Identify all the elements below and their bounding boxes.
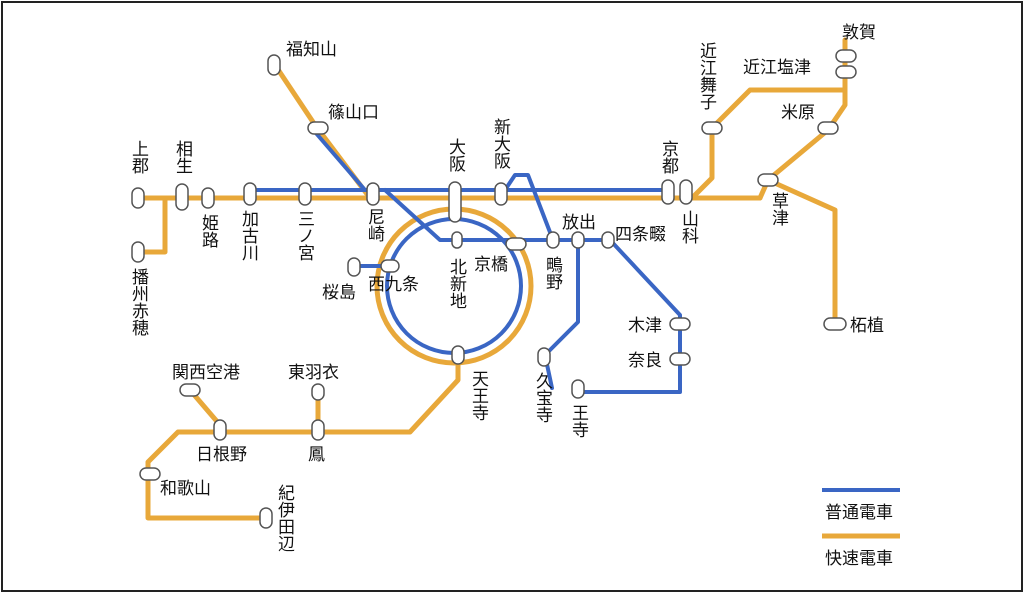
label-tennoji: 天王寺 xyxy=(468,370,489,421)
station-marker-oji[interactable] xyxy=(571,379,585,399)
label-higashi-hagoromo: 東羽衣 xyxy=(288,363,339,383)
station-marker-osaka[interactable] xyxy=(448,181,462,223)
legend-rapid-label: 快速電車 xyxy=(825,549,893,569)
label-shigino: 鴫野 xyxy=(542,256,563,290)
label-omi-shiotsu: 近江塩津 xyxy=(743,58,811,78)
station-marker-wakayama[interactable] xyxy=(139,467,161,481)
label-nara: 奈良 xyxy=(628,351,662,371)
station-marker-kyoto[interactable] xyxy=(661,179,675,205)
station-marker-kansai-airport[interactable] xyxy=(179,383,201,397)
station-marker-sakurajima[interactable] xyxy=(347,257,361,277)
station-marker-sasayamaguchi[interactable] xyxy=(307,121,329,135)
station-marker-himeji[interactable] xyxy=(201,187,215,209)
station-marker-kyuhoji[interactable] xyxy=(537,347,551,367)
station-marker-otori[interactable] xyxy=(311,419,325,441)
station-marker-omi-maiko[interactable] xyxy=(701,121,723,135)
label-maibara: 米原 xyxy=(781,103,815,123)
label-shin-osaka: 新大阪 xyxy=(490,118,511,169)
station-marker-sannomiya[interactable] xyxy=(298,182,312,206)
label-osaka: 大阪 xyxy=(445,138,466,172)
label-kii-tanabe: 紀伊田辺 xyxy=(274,484,295,552)
local-shin-osaka-link xyxy=(503,173,555,242)
station-marker-nara[interactable] xyxy=(669,352,691,366)
label-tsuruga: 敦賀 xyxy=(842,23,876,43)
station-marker-banshu-ako[interactable] xyxy=(131,241,145,263)
local-osaka-higashi-line xyxy=(543,238,580,390)
label-kansai-airport: 関西空港 xyxy=(172,363,240,383)
station-marker-shigino[interactable] xyxy=(546,231,560,249)
station-marker-maibara[interactable] xyxy=(817,121,839,135)
station-marker-tsuge[interactable] xyxy=(823,317,847,331)
label-otori: 鳳 xyxy=(308,445,325,465)
label-himeji: 姫路 xyxy=(198,214,219,248)
label-kusatsu: 草津 xyxy=(768,192,789,226)
label-shijonawate: 四条畷 xyxy=(615,225,666,245)
station-marker-kyobashi[interactable] xyxy=(505,237,527,251)
label-nishikujo: 西九条 xyxy=(368,275,419,295)
station-marker-shijonawate[interactable] xyxy=(601,231,615,249)
label-sannomiya: 三ノ宮 xyxy=(294,210,314,261)
label-kakogawa: 加古川 xyxy=(238,210,259,261)
label-kamigori: 上郡 xyxy=(128,140,149,174)
label-aioi: 相生 xyxy=(172,140,193,174)
station-markers xyxy=(131,49,857,529)
station-marker-tennoji[interactable] xyxy=(451,345,465,365)
label-tsuge: 柘植 xyxy=(850,316,884,336)
legend: 普通電車 快速電車 xyxy=(822,488,900,569)
label-banshu-ako: 播州赤穂 xyxy=(128,268,149,336)
label-yamashina: 山科 xyxy=(678,210,699,244)
station-marker-nishikujo[interactable] xyxy=(380,259,400,273)
station-marker-kii-tanabe[interactable] xyxy=(259,507,273,529)
label-omi-maiko: 近江舞子 xyxy=(696,42,717,110)
station-marker-hineno[interactable] xyxy=(213,419,227,441)
station-marker-amagasaki[interactable] xyxy=(366,182,380,206)
rapid-ako-branch xyxy=(135,195,168,255)
station-marker-hanaten[interactable] xyxy=(571,231,585,249)
local-fukuchiyama-line xyxy=(313,130,367,192)
legend-local-label: 普通電車 xyxy=(825,503,893,523)
station-marker-kamigori[interactable] xyxy=(131,187,145,209)
station-marker-higashi-hagoromo[interactable] xyxy=(311,383,325,401)
station-marker-omi-shiotsu[interactable] xyxy=(835,65,857,79)
label-hanaten: 放出 xyxy=(562,213,596,233)
rapid-kusatsu-line xyxy=(765,177,838,326)
station-marker-aioi[interactable] xyxy=(175,183,189,211)
label-kizu: 木津 xyxy=(628,316,662,336)
label-kyoto: 京都 xyxy=(658,140,679,174)
station-marker-yamashina[interactable] xyxy=(679,179,693,205)
station-marker-kizu[interactable] xyxy=(669,317,691,331)
label-sakurajima: 桜島 xyxy=(322,283,356,303)
station-marker-kitashinchi[interactable] xyxy=(451,231,463,249)
station-marker-kusatsu[interactable] xyxy=(757,173,779,187)
label-oji: 王寺 xyxy=(568,404,589,438)
rapid-hanwa-line xyxy=(145,351,461,521)
station-marker-shin-osaka[interactable] xyxy=(494,182,508,206)
station-labels: 福知山 篠山口 敦賀 近江塩津 米原 柘植 放出 四条畷 木津 奈良 桜島 西九… xyxy=(128,23,884,552)
station-marker-fukuchiyama[interactable] xyxy=(267,54,281,76)
label-fukuchiyama: 福知山 xyxy=(286,40,337,60)
station-marker-kakogawa[interactable] xyxy=(243,182,257,206)
local-tozai-line xyxy=(383,188,612,242)
label-kyuhoji: 久宝寺 xyxy=(532,372,553,423)
station-marker-tsuruga[interactable] xyxy=(835,49,857,63)
label-kyobashi: 京橋 xyxy=(474,255,508,275)
label-kitashinchi: 北新地 xyxy=(446,258,467,309)
label-sasayamaguchi: 篠山口 xyxy=(328,103,379,123)
label-wakayama: 和歌山 xyxy=(160,479,211,499)
label-hineno: 日根野 xyxy=(196,445,247,465)
label-amagasaki: 尼崎 xyxy=(364,208,385,242)
